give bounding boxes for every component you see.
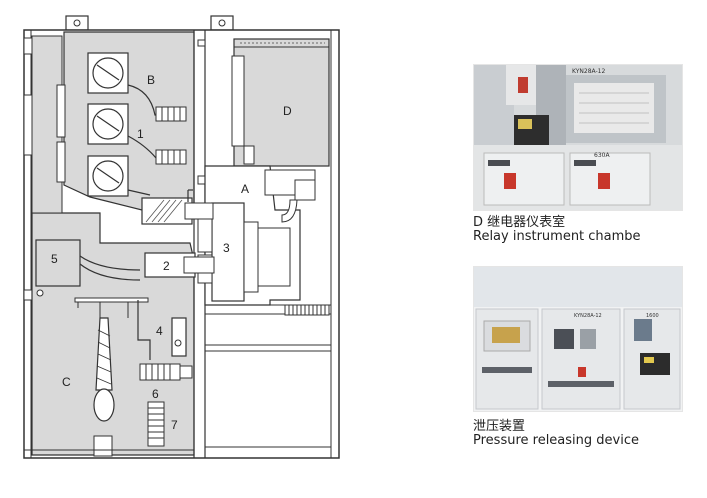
label-1: 1	[137, 127, 144, 141]
label-5: 5	[51, 252, 58, 266]
relay-chamber-caption-en: Relay instrument chambe	[473, 229, 641, 244]
label-4: 4	[156, 324, 163, 338]
component-5-block	[35, 239, 81, 287]
label-a: A	[241, 182, 249, 196]
label-b: B	[147, 73, 155, 87]
label-6: 6	[152, 387, 159, 401]
earthing-switch-4	[171, 317, 187, 357]
pressure-device-caption-en: Pressure releasing device	[473, 433, 639, 448]
pressure-device-caption-zh: 泄压装置	[473, 419, 526, 434]
panel-tag-4: 1600	[646, 313, 659, 319]
relay-chamber-caption-zh: D 继电器仪表室	[473, 215, 566, 230]
label-d: D	[283, 104, 292, 118]
label-7: 7	[171, 418, 178, 432]
relay-chamber-photo: KYN28A-12 630A	[473, 64, 683, 211]
panel-tag-3: KYN28A-12	[574, 313, 602, 319]
label-2: 2	[163, 259, 170, 273]
breaker-3	[211, 202, 245, 302]
busbar-compartment-b	[63, 31, 195, 213]
panel-tag-1: KYN28A-12	[572, 68, 605, 75]
panel-tag-2: 630A	[594, 152, 610, 159]
pressure-device-photo: KYN28A-12 1600	[473, 266, 683, 412]
label-c: C	[62, 375, 71, 389]
label-3: 3	[223, 241, 230, 255]
